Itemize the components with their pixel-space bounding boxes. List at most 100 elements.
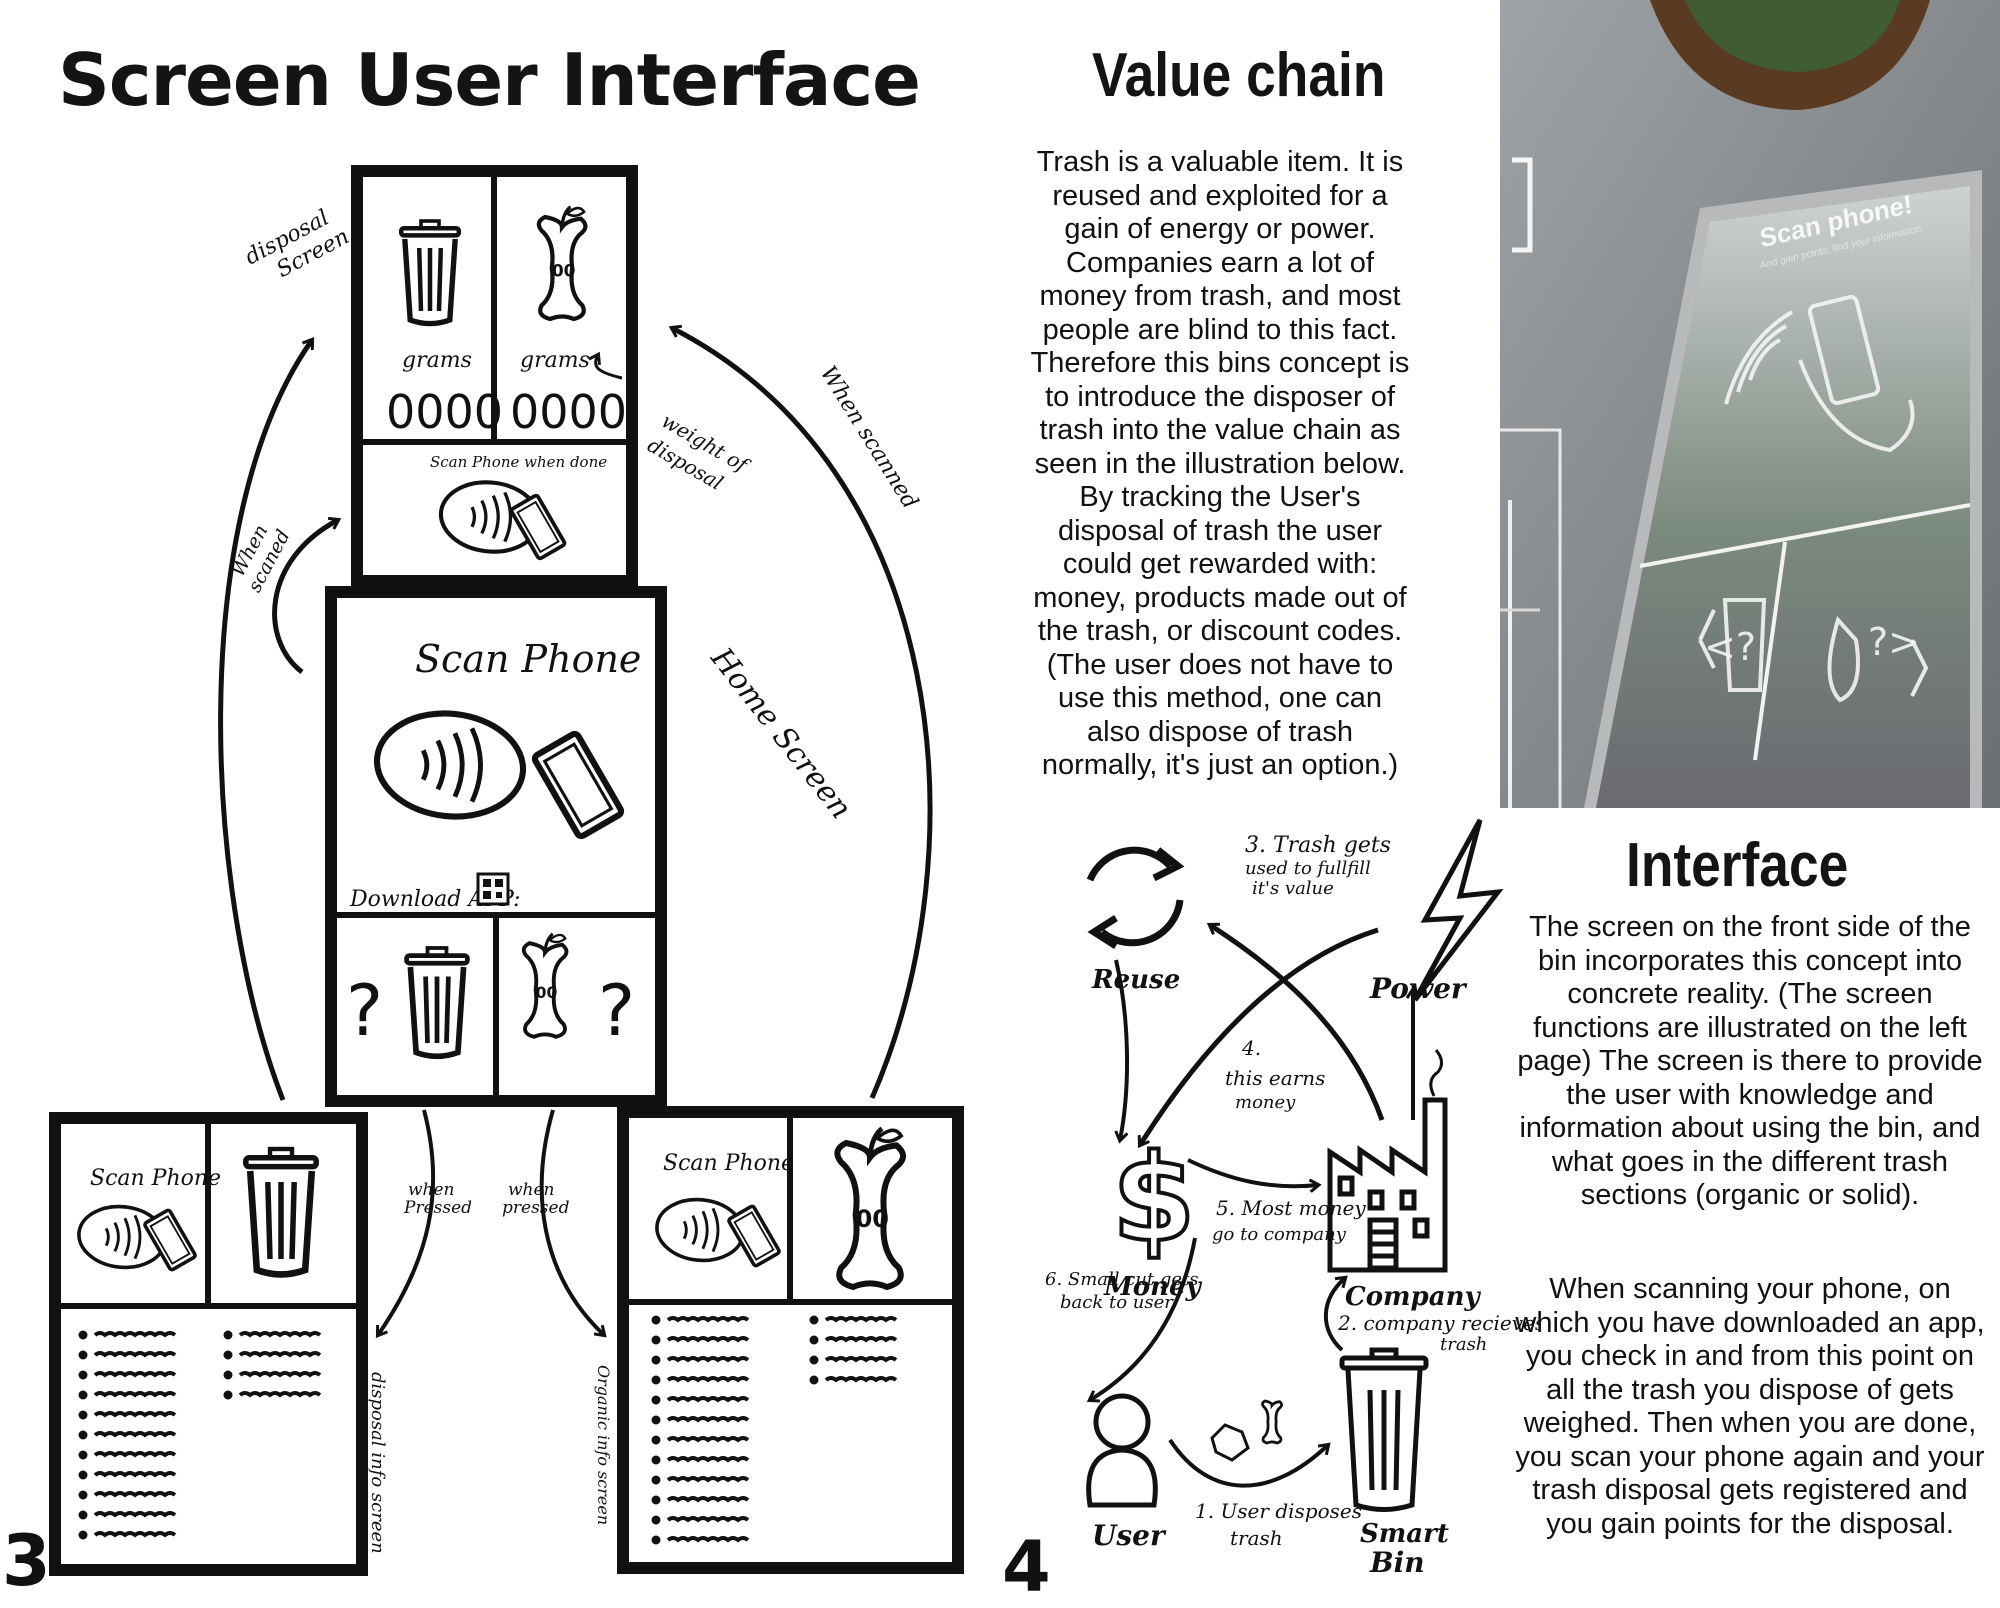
info-bullet xyxy=(651,1415,661,1425)
info-line xyxy=(93,1431,177,1438)
interface-text-2: When scanning your phone, on which you h… xyxy=(1515,1273,1985,1540)
page-number-left: 3 xyxy=(2,1520,51,1602)
info-line xyxy=(93,1491,177,1498)
page-title-value-chain: Value chain xyxy=(1092,41,1386,110)
page-title-interface: Interface xyxy=(1626,831,1849,900)
info-left-title: Scan Phone xyxy=(90,1166,221,1191)
step3-3: it's value xyxy=(1252,878,1334,899)
info-bullet xyxy=(651,1355,661,1365)
disposal-info-lines xyxy=(78,1330,322,1540)
info-line xyxy=(238,1351,322,1358)
info-bullet xyxy=(78,1350,88,1360)
step1-2: trash xyxy=(1230,1526,1283,1550)
info-line xyxy=(93,1411,177,1418)
money-icon: $ xyxy=(1112,1130,1196,1269)
info-line xyxy=(93,1351,177,1358)
product-photo: ?> <? Scan phone! And gain points, find … xyxy=(1500,0,2000,808)
reuse-icon xyxy=(1086,846,1185,949)
label-user: User xyxy=(1092,1519,1167,1552)
annotation-when-pressed-left-2: Pressed xyxy=(403,1198,472,1218)
step4-3: money xyxy=(1235,1092,1296,1113)
step3-2: used to fullfill xyxy=(1245,858,1371,879)
step1-1: 1. User disposes xyxy=(1195,1499,1362,1523)
apple-core-icon xyxy=(1261,1399,1284,1445)
info-bullet xyxy=(651,1475,661,1485)
info-line xyxy=(824,1316,898,1323)
home-screen-title: Scan Phone xyxy=(415,637,641,681)
info-line xyxy=(824,1376,898,1383)
annotation-when-pressed-right-2: pressed xyxy=(502,1198,570,1218)
info-line xyxy=(93,1511,177,1518)
info-line xyxy=(93,1451,177,1458)
info-bullet xyxy=(809,1355,819,1365)
annotation-when-pressed-right-1: when xyxy=(508,1180,555,1200)
interface-text-1: The screen on the front side of the bin … xyxy=(1517,911,1983,1211)
smart-bin-icon xyxy=(1339,1347,1429,1512)
label-power: Power xyxy=(1369,972,1468,1005)
info-bullet xyxy=(651,1495,661,1505)
step2-2: trash xyxy=(1440,1334,1487,1355)
info-bullet xyxy=(78,1450,88,1460)
info-line xyxy=(666,1496,750,1503)
info-bullet xyxy=(651,1515,661,1525)
info-bullet xyxy=(651,1455,661,1465)
annotation-home-screen: Home Screen xyxy=(703,641,858,826)
info-line xyxy=(666,1416,750,1423)
info-bullet xyxy=(651,1375,661,1385)
ui-sketch: 00 grams grams 0000 0000 Scan Phone when… xyxy=(49,165,964,1576)
info-right-title: Scan Phone xyxy=(663,1151,794,1176)
page-title-screen-ui: Screen User Interface xyxy=(58,38,921,122)
info-line xyxy=(93,1331,177,1338)
info-bullet xyxy=(78,1530,88,1540)
label-smart-bin-2: Bin xyxy=(1369,1546,1425,1579)
info-bullet xyxy=(223,1370,233,1380)
step3-1: 3. Trash gets xyxy=(1245,833,1391,858)
info-line xyxy=(666,1396,750,1403)
step6-2: back to user xyxy=(1060,1292,1174,1313)
disposal-grams-left: grams xyxy=(402,348,472,373)
step4-1: 4. xyxy=(1241,1036,1261,1060)
info-line xyxy=(666,1436,750,1443)
company-icon xyxy=(1327,1049,1448,1273)
info-bullet xyxy=(78,1430,88,1440)
info-bullet xyxy=(78,1490,88,1500)
info-line xyxy=(824,1336,898,1343)
info-bullet xyxy=(651,1395,661,1405)
disposal-counter-left: 0000 xyxy=(386,385,503,439)
step5-2: go to company xyxy=(1212,1224,1347,1245)
info-line xyxy=(666,1476,750,1483)
photo-question-left: <? xyxy=(1704,625,1756,669)
disposal-counter-right: 0000 xyxy=(510,385,627,439)
info-line xyxy=(93,1531,177,1538)
organic-info-lines xyxy=(651,1315,898,1545)
info-line xyxy=(666,1316,750,1323)
info-bullet xyxy=(78,1510,88,1520)
step4-2: this earns xyxy=(1225,1066,1325,1090)
home-question-right: ? xyxy=(598,970,635,1052)
value-chain-text: Trash is a valuable item. It is reused a… xyxy=(1030,146,1410,781)
info-bullet xyxy=(651,1535,661,1545)
info-line xyxy=(238,1371,322,1378)
info-line xyxy=(824,1356,898,1363)
step5-1: 5. Most money xyxy=(1216,1196,1366,1220)
info-bullet xyxy=(651,1335,661,1345)
info-line xyxy=(666,1456,750,1463)
info-line xyxy=(666,1336,750,1343)
annotation-when-scanned-right: When scanned xyxy=(815,362,923,514)
info-bullet xyxy=(223,1350,233,1360)
annotation-when-pressed-left-1: when xyxy=(408,1180,455,1200)
info-line xyxy=(93,1371,177,1378)
label-smart-bin-1: Smart xyxy=(1360,1519,1449,1549)
info-bullet xyxy=(78,1330,88,1340)
info-bullet xyxy=(809,1375,819,1385)
disposal-scan-prompt: Scan Phone when done xyxy=(430,453,607,471)
info-line xyxy=(238,1331,322,1338)
info-bullet xyxy=(78,1470,88,1480)
label-reuse: Reuse xyxy=(1091,965,1180,995)
info-line xyxy=(238,1391,322,1398)
home-question-left: ? xyxy=(346,970,383,1052)
info-bullet xyxy=(78,1410,88,1420)
user-icon xyxy=(1086,1393,1158,1508)
label-company: Company xyxy=(1345,1282,1481,1312)
